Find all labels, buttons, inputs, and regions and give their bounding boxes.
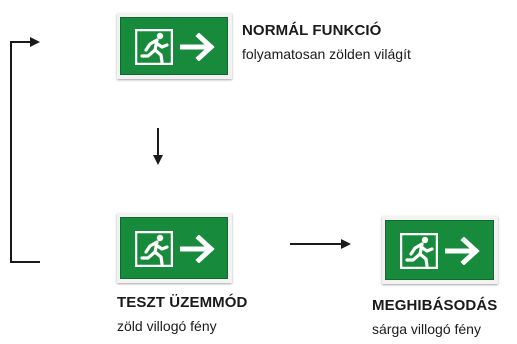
test-description: zöld villogó fény — [117, 318, 217, 334]
right-arrow-icon — [180, 235, 215, 263]
right-arrow-icon — [180, 33, 215, 61]
normal-title: NORMÁL FUNKCIÓ — [242, 22, 382, 39]
fault-title: MEGHIBÁSODÁS — [372, 297, 498, 314]
exit-sign-test — [117, 213, 232, 283]
test-title: TESZT ÜZEMMÓD — [117, 294, 248, 311]
running-man-icon — [400, 233, 438, 269]
fault-description: sárga villogó fény — [372, 321, 481, 337]
exit-sign-normal — [117, 13, 232, 79]
normal-description: folyamatosan zölden világít — [242, 46, 411, 62]
exit-sign-fault — [382, 216, 498, 284]
right-arrow-icon — [445, 237, 480, 265]
loop-back-arrow — [10, 37, 40, 263]
running-man-icon — [135, 29, 173, 65]
running-man-icon — [135, 231, 173, 267]
